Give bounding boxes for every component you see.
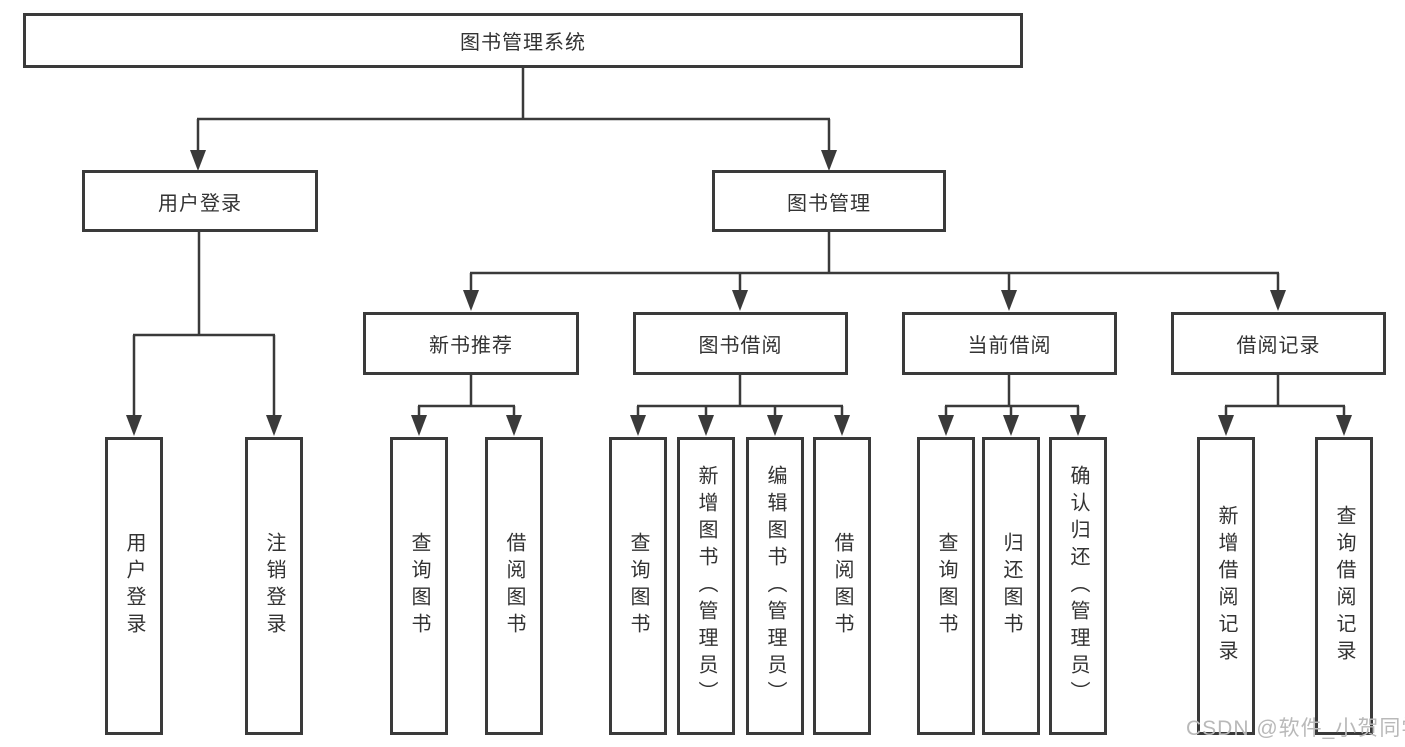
leaf-add-borrow-record: 新增借阅记录 <box>1197 437 1255 735</box>
leaf-label: 查询图书 <box>627 532 649 640</box>
csdn-watermark: CSDN @软件_小贺同学 <box>1186 717 1405 740</box>
leaf-label: 查询图书 <box>935 532 957 640</box>
node-book-management: 图书管理 <box>712 170 946 232</box>
leaf-label: 用户登录 <box>123 532 145 640</box>
node-user-login: 用户登录 <box>82 170 318 232</box>
leaf-query-borrow-record: 查询借阅记录 <box>1315 437 1373 735</box>
leaf-borrow-books: 借阅图书 <box>813 437 871 735</box>
leaf-label: 借阅图书 <box>503 532 525 640</box>
leaf-label: 查询借阅记录 <box>1333 505 1355 667</box>
leaf-label: 新增图书（管理员） <box>695 464 717 708</box>
node-new-book-recommendation: 新书推荐 <box>363 312 579 375</box>
leaf-query-books-current: 查询图书 <box>917 437 975 735</box>
leaf-label: 借阅图书 <box>831 532 853 640</box>
leaf-query-books-borrow: 查询图书 <box>609 437 667 735</box>
leaf-user-login: 用户登录 <box>105 437 163 735</box>
leaf-label: 新增借阅记录 <box>1215 505 1237 667</box>
node-current-borrowing: 当前借阅 <box>902 312 1117 375</box>
leaf-edit-books-admin: 编辑图书（管理员） <box>746 437 804 735</box>
leaf-borrow-books-recommend: 借阅图书 <box>485 437 543 735</box>
leaf-label: 查询图书 <box>408 532 430 640</box>
leaf-label: 归还图书 <box>1000 532 1022 640</box>
leaf-query-books-recommend: 查询图书 <box>390 437 448 735</box>
leaf-logout: 注销登录 <box>245 437 303 735</box>
node-library-management-system: 图书管理系统 <box>23 13 1023 68</box>
leaf-label: 编辑图书（管理员） <box>764 464 786 708</box>
node-borrowing-records: 借阅记录 <box>1171 312 1386 375</box>
leaf-add-books-admin: 新增图书（管理员） <box>677 437 735 735</box>
leaf-confirm-return-admin: 确认归还（管理员） <box>1049 437 1107 735</box>
node-book-borrowing: 图书借阅 <box>633 312 848 375</box>
leaf-return-books: 归还图书 <box>982 437 1040 735</box>
leaf-label: 注销登录 <box>263 532 285 640</box>
leaf-label: 确认归还（管理员） <box>1067 464 1089 708</box>
